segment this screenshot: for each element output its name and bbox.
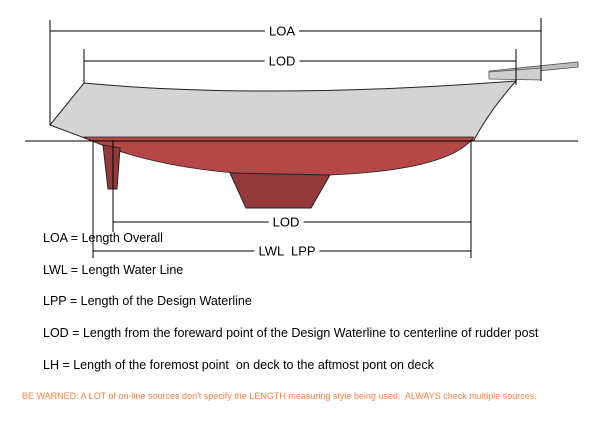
lwl-lpp-label: LWL LPP: [254, 243, 320, 259]
definition-lod: LOD = Length from the foreward point of …: [43, 326, 539, 340]
rudder: [102, 144, 121, 190]
loa-label: LOA: [264, 23, 300, 39]
warning-text: BE WARNED: A LOT of on-line sources don'…: [22, 391, 537, 401]
lod-top-label: LOD: [264, 53, 300, 69]
keel: [229, 172, 331, 209]
definition-lh: LH = Length of the foremost point on dec…: [43, 358, 434, 372]
hull-underwater: [83, 136, 475, 176]
lod-bottom-label: LOD: [268, 214, 304, 230]
bow-platform: [488, 67, 542, 81]
definition-lwl: LWL = Length Water Line: [43, 263, 184, 277]
definition-lpp: LPP = Length of the Design Waterline: [43, 294, 252, 308]
hull-topsides: [49, 80, 518, 141]
definition-loa: LOA = Length Overall: [43, 231, 163, 245]
